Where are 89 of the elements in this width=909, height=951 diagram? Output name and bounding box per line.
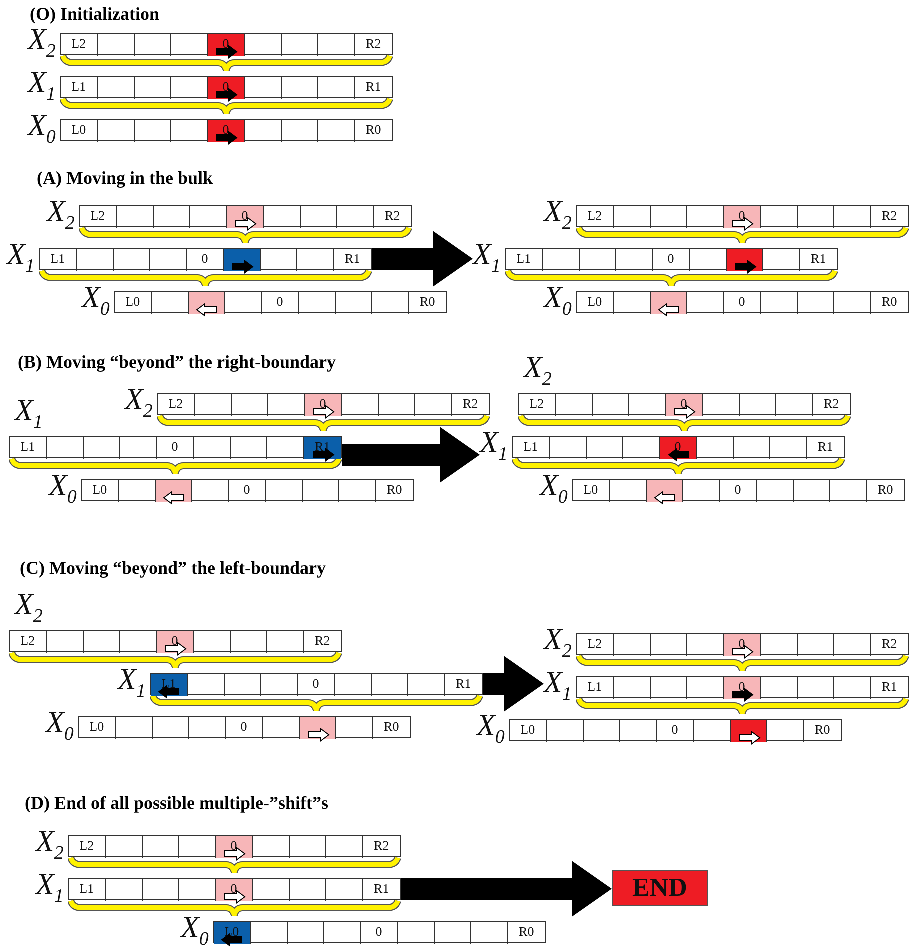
tape-cell: L2 xyxy=(10,631,47,653)
tape-cell: L1 xyxy=(61,77,98,99)
variable-label: X$_{2}$ xyxy=(47,197,75,236)
tape-cell-text: R2 xyxy=(462,395,480,413)
tape-cell-text: R2 xyxy=(881,207,898,225)
tape-cell: L2 xyxy=(69,836,106,858)
tape-cell: L0 xyxy=(573,480,610,502)
variable-label: X$_{2}$ xyxy=(544,197,572,236)
block-arrow xyxy=(372,231,473,287)
tape-cell: 0 xyxy=(298,674,335,696)
variable-label: X$_{0}$ xyxy=(49,471,77,510)
tape-cell: L2 xyxy=(61,34,98,56)
tape-cell-text: R0 xyxy=(881,293,898,311)
tape-cell: L0 xyxy=(510,720,547,742)
tape-cell: L0 xyxy=(577,292,614,314)
variable-label: X$_{2}$ xyxy=(125,385,153,424)
end-box: END xyxy=(612,870,708,906)
tape-cell: 0 xyxy=(653,249,690,271)
tape-cell-text: R0 xyxy=(518,923,536,941)
tape-cell: 0 xyxy=(262,292,299,314)
tape-cell: 0 xyxy=(720,480,757,502)
tape-cell-text: R2 xyxy=(881,635,898,653)
block-arrow xyxy=(401,861,612,917)
variable-label: X$_{1}$ xyxy=(480,428,508,467)
variable-label: X$_{2}$ xyxy=(15,590,43,629)
variable-label: X$_{1}$ xyxy=(15,396,43,435)
variable-label: X$_{0}$ xyxy=(181,913,209,951)
section-heading: (A) Moving in the bulk xyxy=(37,168,214,189)
tape-cell: L0 xyxy=(79,717,116,739)
tape-cell-text: R1 xyxy=(455,675,472,693)
tape-cell: L0 xyxy=(82,480,119,502)
tape-cell-text: R1 xyxy=(365,78,382,96)
tape-cell: L2 xyxy=(577,634,614,656)
section-heading: (O) Initialization xyxy=(30,4,160,25)
tape-cell: L2 xyxy=(519,394,556,416)
variable-label: X$_{2}$ xyxy=(28,25,56,64)
section-heading: (C) Moving “beyond” the left-boundary xyxy=(20,558,326,579)
tape-cell: 0 xyxy=(229,480,266,502)
variable-label: X$_{2}$ xyxy=(544,625,572,664)
tape-cell: 0 xyxy=(724,292,761,314)
tape-cell-text: R1 xyxy=(344,250,362,268)
variable-label: X$_{0}$ xyxy=(540,471,568,510)
variable-label: X$_{1}$ xyxy=(544,668,572,707)
tape-cell: 0 xyxy=(361,922,398,944)
tape-cell-text: R2 xyxy=(365,35,382,53)
tape-cell-text: R1 xyxy=(810,250,828,268)
tape-cell: L2 xyxy=(80,206,117,228)
tape-cell-text: R2 xyxy=(823,395,840,413)
tape-cell: L1 xyxy=(577,677,614,699)
tape-cell: L1 xyxy=(506,249,543,271)
tape-cell-text: R0 xyxy=(365,121,382,139)
variable-label: X$_{1}$ xyxy=(36,870,64,909)
tape-cell: L1 xyxy=(40,249,77,271)
tape-cell: L1 xyxy=(10,437,47,459)
variable-label: X$_{1}$ xyxy=(118,665,146,704)
tape-cell-text: R0 xyxy=(877,481,894,499)
tape-cell: L2 xyxy=(158,394,195,416)
tape-cell: 0 xyxy=(226,717,263,739)
block-arrow xyxy=(342,427,480,483)
variable-label: X$_{1}$ xyxy=(473,240,501,279)
tape-cell: L0 xyxy=(115,292,152,314)
tape-cell: L0 xyxy=(61,120,98,142)
block-arrow xyxy=(483,656,544,712)
tape-cell: 0 xyxy=(657,720,694,742)
tape-cell-text: R0 xyxy=(814,721,832,739)
tape-cell: L1 xyxy=(69,879,106,901)
section-heading: (B) Moving “beyond” the right-boundary xyxy=(18,352,336,373)
tape-cell: L2 xyxy=(577,206,614,228)
tape-cell-text: R0 xyxy=(383,718,400,736)
tape-cell-text: R1 xyxy=(881,678,898,696)
tape-cell: L1 xyxy=(513,437,550,459)
tape-cell-text: R0 xyxy=(386,481,404,499)
variable-label: X$_{2}$ xyxy=(524,353,552,392)
variable-label: X$_{1}$ xyxy=(7,240,35,279)
tape-cell-text: R2 xyxy=(314,632,332,650)
tape-cell: 0 xyxy=(157,437,194,459)
variable-label: X$_{0}$ xyxy=(82,283,110,322)
tape-cell-text: R2 xyxy=(384,207,402,225)
tape-cell-text: R1 xyxy=(817,438,834,456)
tape-cell-text: R2 xyxy=(373,837,390,855)
variable-label: X$_{1}$ xyxy=(28,68,56,107)
tape-cell-text: R1 xyxy=(373,880,390,898)
section-heading: (D) End of all possible multiple-”shift”s xyxy=(25,793,329,814)
variable-label: X$_{0}$ xyxy=(46,708,74,747)
variable-label: X$_{0}$ xyxy=(28,111,56,150)
variable-label: X$_{2}$ xyxy=(36,827,64,866)
variable-label: X$_{0}$ xyxy=(477,711,505,750)
variable-label: X$_{0}$ xyxy=(544,283,572,322)
tape-cell-text: R0 xyxy=(419,293,436,311)
